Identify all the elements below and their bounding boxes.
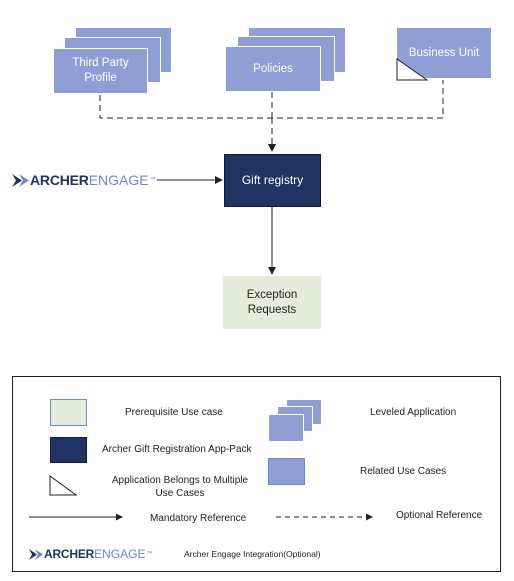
third-party-profile-node: Third Party Profile: [53, 48, 148, 94]
brand-engage-text: ENGAGE: [88, 172, 149, 188]
legend-multiple-use-cases-label: Application Belongs to Multiple Use Case…: [111, 475, 249, 499]
legend-prerequisite-label: Prerequisite Use case: [125, 407, 223, 418]
brand-tm: ™: [146, 551, 153, 557]
brand-archer-text: ARCHER: [44, 547, 95, 561]
exception-requests-node: Exception Requests: [223, 276, 321, 329]
legend-prerequisite-swatch: [50, 399, 87, 426]
brand-tm: ™: [149, 177, 156, 183]
legend-leveled-label: Leveled Application: [370, 407, 457, 418]
brand-archer-text: ARCHER: [30, 172, 89, 188]
gift-registry-node: Gift registry: [224, 154, 321, 207]
legend-app-pack-swatch: [50, 437, 87, 463]
brand-engage-text: ENGAGE: [94, 547, 146, 561]
legend-box: [12, 376, 501, 572]
legend-leveled-swatch: [268, 414, 304, 442]
legend-related-swatch: [268, 458, 305, 485]
legend-related-label: Related Use Cases: [360, 466, 447, 477]
chevron-logo-icon: [29, 548, 43, 560]
legend-mandatory-label: Mandatory Reference: [150, 513, 247, 524]
business-unit-node: Business Unit: [396, 27, 492, 79]
legend-app-pack-label: Archer Gift Registration App-Pack: [102, 444, 252, 455]
legend-optional-label: Optional Reference: [396, 510, 483, 521]
chevron-logo-icon: [12, 173, 29, 187]
policies-node: Policies: [225, 46, 321, 92]
legend-engage-integration-label: Archer Engage Integration(Optional): [184, 549, 321, 559]
